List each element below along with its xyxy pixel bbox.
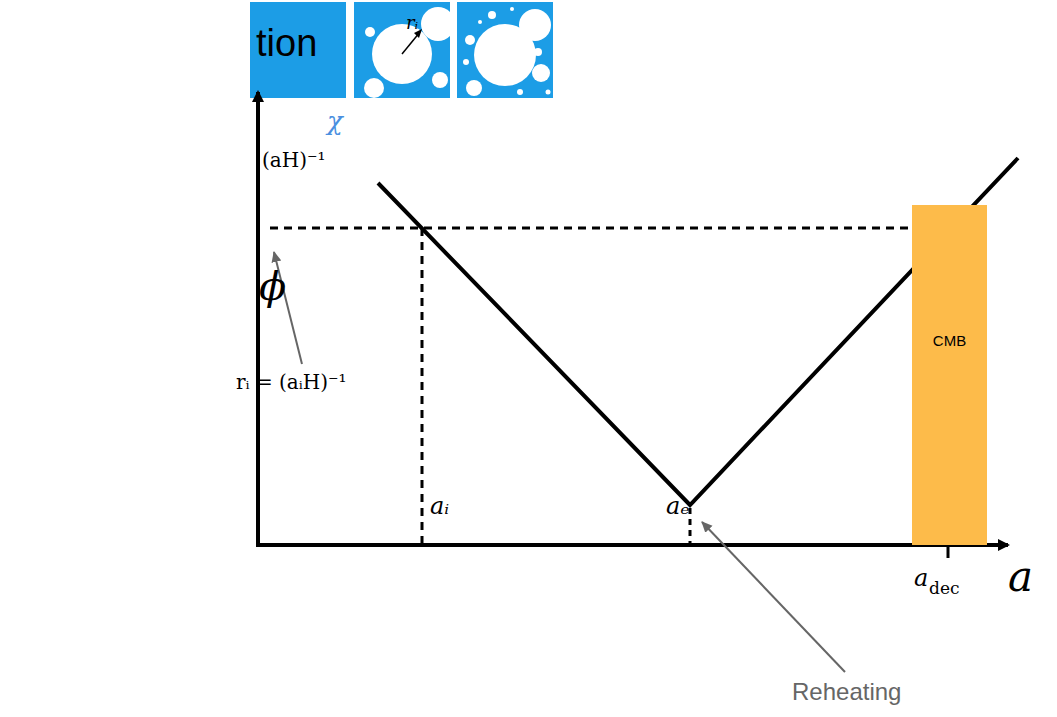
radius-label: rᵢ [406, 14, 418, 32]
bubble-square: rᵢ [354, 2, 450, 98]
field-symbol: ϕ [259, 266, 286, 306]
subscript: dec [929, 580, 959, 597]
leader-arrow [702, 522, 845, 672]
y-axis [256, 92, 260, 546]
slide-title-fragment: tion [256, 24, 317, 62]
cmb-band: CMB [912, 205, 987, 545]
bubble-square [457, 2, 553, 98]
axis-title: a [1008, 556, 1033, 598]
dashed-guide [421, 228, 424, 545]
field-symbol: χ [327, 108, 343, 134]
band-label: CMB [933, 333, 966, 348]
x-axis [256, 543, 1008, 547]
scale-factor-label: aₑ [666, 494, 690, 518]
dashed-guide [270, 227, 948, 230]
scale-factor-label: a [914, 566, 928, 590]
field-square [250, 2, 346, 98]
axis-title: (aH)⁻¹ [262, 150, 326, 170]
annotation: Reheating [792, 680, 901, 704]
scale-factor-label: aᵢ [430, 494, 449, 518]
bubbles [354, 2, 450, 98]
radius-formula: rᵢ = (aᵢH)⁻¹ [236, 372, 347, 392]
